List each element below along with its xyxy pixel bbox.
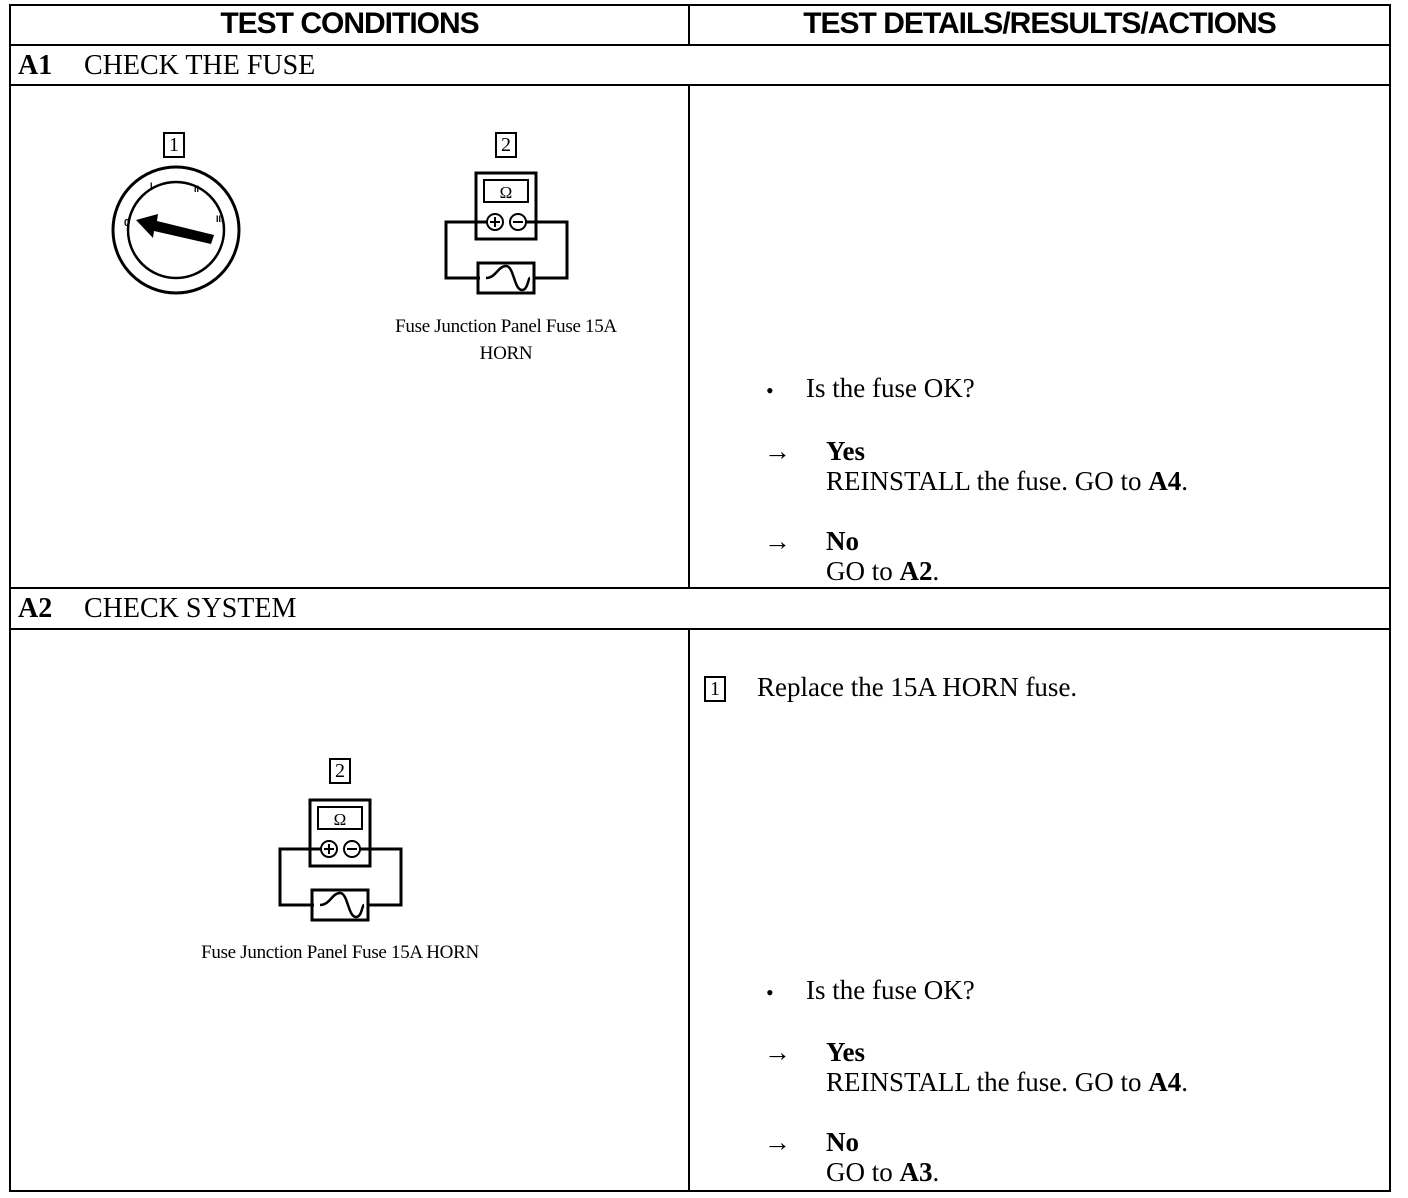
a1-no-answer: No GO to A2. bbox=[826, 526, 939, 586]
a2-title-divider bbox=[9, 628, 1391, 630]
a1-no-period: . bbox=[932, 556, 940, 586]
column-divider-header bbox=[688, 4, 690, 46]
a2-yes-ref[interactable]: A4 bbox=[1148, 1067, 1182, 1097]
a2-no-period: . bbox=[932, 1157, 940, 1187]
a2-no-ref[interactable]: A3 bbox=[899, 1157, 933, 1187]
a1-question: Is the fuse OK? bbox=[806, 373, 975, 403]
ohmmeter-icon: Ω bbox=[278, 798, 403, 922]
a1-bullet: • bbox=[766, 378, 774, 403]
a2-section-title: A2 CHECK SYSTEM bbox=[18, 590, 296, 628]
fuse-icon bbox=[476, 261, 536, 295]
a2-yes-arrow: → bbox=[764, 1037, 791, 1067]
a1-yes-arrow: → bbox=[764, 436, 791, 466]
a2-caption: Fuse Junction Panel Fuse 15A HORN bbox=[201, 942, 479, 963]
a2-bullet: • bbox=[766, 980, 774, 1005]
a1-yes-label: Yes bbox=[826, 436, 865, 466]
a1-section-title: A1 CHECK THE FUSE bbox=[18, 47, 315, 85]
a2-no-text: GO to bbox=[826, 1157, 900, 1187]
header-test-details: TEST DETAILS/RESULTS/ACTIONS bbox=[803, 7, 1277, 40]
a1-yes-text: REINSTALL the fuse. GO to bbox=[826, 466, 1149, 496]
a1-no-arrow: → bbox=[764, 526, 791, 556]
ignition-label-3: III bbox=[216, 214, 224, 224]
ignition-label-2: II bbox=[194, 184, 199, 194]
header-divider bbox=[9, 44, 1391, 46]
a1-title-divider bbox=[9, 84, 1391, 86]
a2-no-label: No bbox=[826, 1127, 859, 1157]
a2-id: A2 bbox=[18, 593, 53, 624]
table-border-right bbox=[1389, 4, 1391, 1192]
table-border-left bbox=[9, 4, 11, 1192]
a2-yes-period: . bbox=[1181, 1067, 1189, 1097]
ignition-switch-icon: 0 I II III bbox=[111, 165, 241, 295]
a2-no-arrow: → bbox=[764, 1127, 791, 1157]
a1-yes-ref[interactable]: A4 bbox=[1148, 466, 1182, 496]
column-divider-a1 bbox=[688, 86, 690, 588]
a2-step2-number: 2 bbox=[329, 758, 351, 784]
a1-ohm-symbol: Ω bbox=[500, 183, 513, 202]
a1-caption-line2: HORN bbox=[479, 343, 533, 364]
a1-title: CHECK THE FUSE bbox=[84, 50, 316, 81]
ignition-label-1: I bbox=[150, 181, 153, 191]
table-border-top bbox=[9, 4, 1391, 6]
a2-yes-text: REINSTALL the fuse. GO to bbox=[826, 1067, 1149, 1097]
a2-title: CHECK SYSTEM bbox=[84, 593, 297, 624]
a1-no-label: No bbox=[826, 526, 859, 556]
a1-caption: Fuse Junction Panel Fuse 15A HORN bbox=[366, 313, 646, 367]
a2-step1-number: 1 bbox=[704, 676, 726, 702]
header-test-conditions: TEST CONDITIONS bbox=[220, 7, 479, 40]
a1-caption-line1: Fuse Junction Panel Fuse 15A bbox=[395, 316, 617, 337]
a1-yes-answer: Yes REINSTALL the fuse. GO to A4. bbox=[826, 436, 1188, 496]
fuse-icon bbox=[310, 888, 370, 922]
a2-yes-label: Yes bbox=[826, 1037, 865, 1067]
a1-no-ref[interactable]: A2 bbox=[899, 556, 933, 586]
a1-yes-period: . bbox=[1181, 466, 1189, 496]
a2-no-answer: No GO to A3. bbox=[826, 1127, 939, 1187]
ignition-label-0: 0 bbox=[124, 218, 130, 229]
a1-no-text: GO to bbox=[826, 556, 900, 586]
column-divider-a2 bbox=[688, 630, 690, 1192]
a2-ohm-symbol: Ω bbox=[334, 810, 347, 829]
ohmmeter-icon: Ω bbox=[444, 171, 569, 295]
a2-title-top-divider bbox=[9, 587, 1391, 589]
table-border-bottom bbox=[9, 1190, 1391, 1192]
a2-step1-text: Replace the 15A HORN fuse. bbox=[757, 672, 1078, 702]
a1-step1-number: 1 bbox=[163, 132, 185, 158]
a1-id: A1 bbox=[18, 50, 53, 81]
a2-yes-answer: Yes REINSTALL the fuse. GO to A4. bbox=[826, 1037, 1188, 1097]
a1-step2-number: 2 bbox=[495, 132, 517, 158]
a2-question: Is the fuse OK? bbox=[806, 975, 975, 1005]
